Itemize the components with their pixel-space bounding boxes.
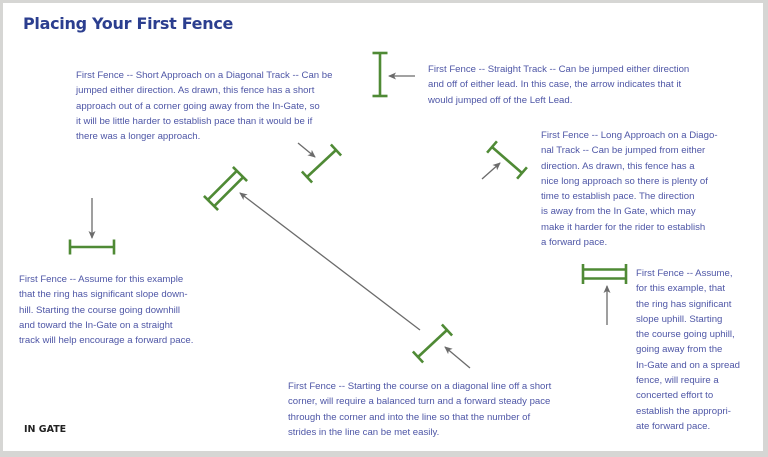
downhill-vertical-fence-icon [68,239,116,255]
fences-layer [68,51,628,364]
note-uphill: First Fence -- Assume, for this example,… [636,268,741,432]
arrows-layer [88,72,611,369]
note-short-corner: First Fence -- Starting the course on a … [288,381,552,438]
direction-arrow-icon [481,162,501,180]
direction-arrow-icon [239,192,421,331]
in-gate-label: IN GATE [24,424,67,435]
note-short-diagonal: First Fence -- Short Approach on a Diago… [76,70,333,143]
diagonal-oxer-fence-icon [203,166,248,211]
direction-arrow-icon [297,142,316,158]
note-downhill: First Fence -- Assume for this example t… [19,274,194,347]
note-straight-track: First Fence -- Straight Track -- Can be … [428,64,690,106]
uphill-oxer-fence-icon [581,264,628,284]
note-long-diagonal: First Fence -- Long Approach on a Diago-… [541,130,718,249]
long-diagonal-fence-icon [486,140,528,180]
short-diagonal-fence-icon [300,143,343,184]
short-corner-diagonal-fence-icon [411,323,454,364]
direction-arrow-icon [444,346,471,369]
page-title: Placing Your First Fence [23,14,234,33]
diagram-panel [3,3,763,451]
straight-vertical-fence-icon [372,51,388,98]
